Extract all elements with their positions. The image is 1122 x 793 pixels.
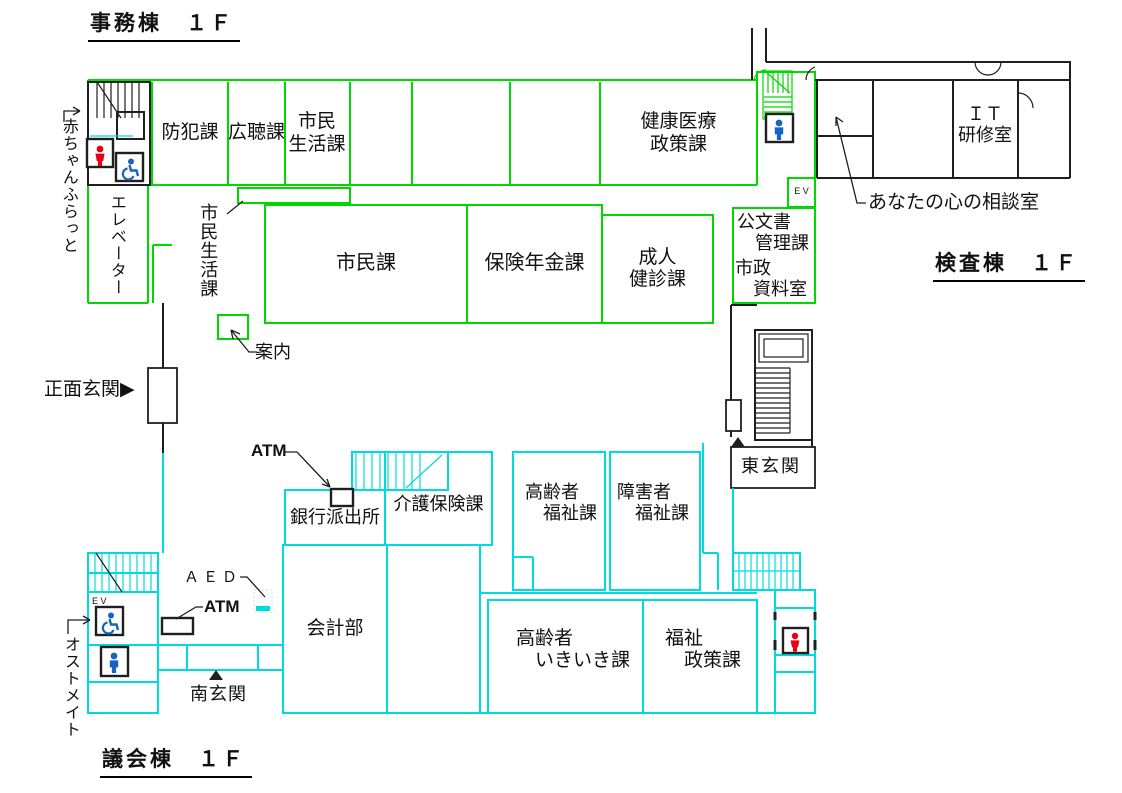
east-entrance-pillar bbox=[725, 399, 742, 432]
stairs-icon-council-mid bbox=[355, 452, 443, 490]
east-entrance-lobby bbox=[730, 446, 816, 489]
label-annai: 案内 bbox=[255, 342, 291, 362]
room-seijin-kenshinka: 成人 健診課 bbox=[628, 246, 686, 290]
atm-box-south bbox=[160, 616, 195, 636]
label-south-entrance: 南玄関 bbox=[190, 684, 247, 704]
label-main-entrance: 正面玄関▶ bbox=[44, 379, 135, 400]
label-kokoro-sodanshitsu: あなたの心の相談室 bbox=[868, 192, 1040, 213]
ev-room-office bbox=[787, 177, 816, 208]
stairs-icon-office-ne bbox=[762, 70, 793, 120]
room-hoken-nenkinka: 保険年金課 bbox=[484, 252, 585, 275]
aed-cabinet-outline bbox=[253, 589, 273, 613]
room-kaigo-hokenka: 介護保険課 bbox=[393, 494, 484, 515]
room-shiminka: 市民課 bbox=[336, 252, 396, 275]
room-shimin-seikatsuka-upper: 市民 生活課 bbox=[288, 111, 346, 155]
title-office-wing: 事務棟 １Ｆ bbox=[88, 12, 240, 42]
inspection-wing-walls bbox=[751, 28, 1071, 179]
room-shisei-shiryoshitsu: 市政 資料室 bbox=[735, 258, 807, 300]
service-block-nw bbox=[85, 81, 151, 186]
label-ostomate: オストメイト bbox=[61, 636, 79, 738]
council-wing-walls bbox=[87, 443, 816, 714]
accessible-toilet-glyph-sw bbox=[101, 612, 120, 635]
room-fukushi-seisakuka: 福祉 政策課 bbox=[665, 628, 742, 672]
room-elevator: エレベーター bbox=[107, 194, 125, 296]
room-ev-office: E V bbox=[794, 186, 809, 197]
title-inspection-wing: 検査棟 １Ｆ bbox=[933, 252, 1085, 282]
room-kaikeibu: 会計部 bbox=[306, 617, 364, 639]
toilet-women-glyph-se bbox=[790, 632, 800, 652]
room-bohanka: 防犯課 bbox=[161, 122, 219, 144]
room-kochoka: 広聴課 bbox=[228, 122, 286, 144]
stairs-icon-east bbox=[756, 367, 791, 434]
office-wing-walls bbox=[87, 69, 816, 324]
door-jambs bbox=[773, 612, 817, 650]
toilet-men-glyph-sw bbox=[109, 652, 119, 673]
label-atm-south: ATM bbox=[204, 597, 240, 616]
room-ginko-hashutsujo: 銀行派出所 bbox=[290, 506, 380, 527]
title-council-wing: 議会棟 １Ｆ bbox=[100, 748, 252, 778]
label-shimin-seikatsuka-side: 市民生活課 bbox=[198, 203, 219, 298]
room-it-kenshushitsu: ＩＴ 研修室 bbox=[958, 103, 1012, 145]
main-entrance-door bbox=[147, 367, 178, 424]
stairs-icon-council-sw bbox=[94, 552, 152, 593]
accessible-toilet-glyph-nw bbox=[121, 158, 140, 181]
south-entrance-marker bbox=[209, 670, 223, 680]
stairs-icon-council-se bbox=[732, 552, 801, 591]
door-arc bbox=[753, 69, 767, 81]
room-shogaisha-fukushika: 障害者 福祉課 bbox=[617, 482, 689, 524]
east-entrance-marker bbox=[731, 437, 745, 447]
door-arcs bbox=[805, 61, 1034, 109]
label-east-entrance: 東玄関 bbox=[741, 456, 801, 476]
toilet-men-glyph-ne bbox=[774, 119, 784, 140]
east-stair-block bbox=[725, 304, 816, 489]
elevator-shaft-icon bbox=[116, 111, 145, 140]
main-entrance bbox=[147, 303, 178, 553]
atm-box-bank bbox=[329, 487, 355, 508]
aed-marker bbox=[256, 606, 270, 611]
toilet-women-glyph-nw bbox=[95, 145, 105, 166]
room-kenko-iryo-seisakuka: 健康医療 政策課 bbox=[640, 111, 717, 155]
label-akachan-furatto: 赤ちゃんふらっと bbox=[59, 118, 77, 254]
room-koreisha-fukushika: 高齢者 福祉課 bbox=[525, 482, 597, 524]
leader-lines bbox=[63, 106, 866, 634]
room-koreisha-ikiikika: 高齢者 いきいき課 bbox=[516, 628, 631, 672]
label-atm-bank: ATM bbox=[251, 441, 287, 460]
south-entrance-door bbox=[186, 644, 259, 671]
label-aed: ＡＥＤ bbox=[184, 569, 242, 586]
stairs-icon-office-nw bbox=[96, 81, 140, 119]
info-desk bbox=[217, 314, 249, 340]
room-kobunsho-kanrika: 公文書 管理課 bbox=[737, 212, 809, 254]
label-ev-council: E V bbox=[92, 596, 107, 606]
